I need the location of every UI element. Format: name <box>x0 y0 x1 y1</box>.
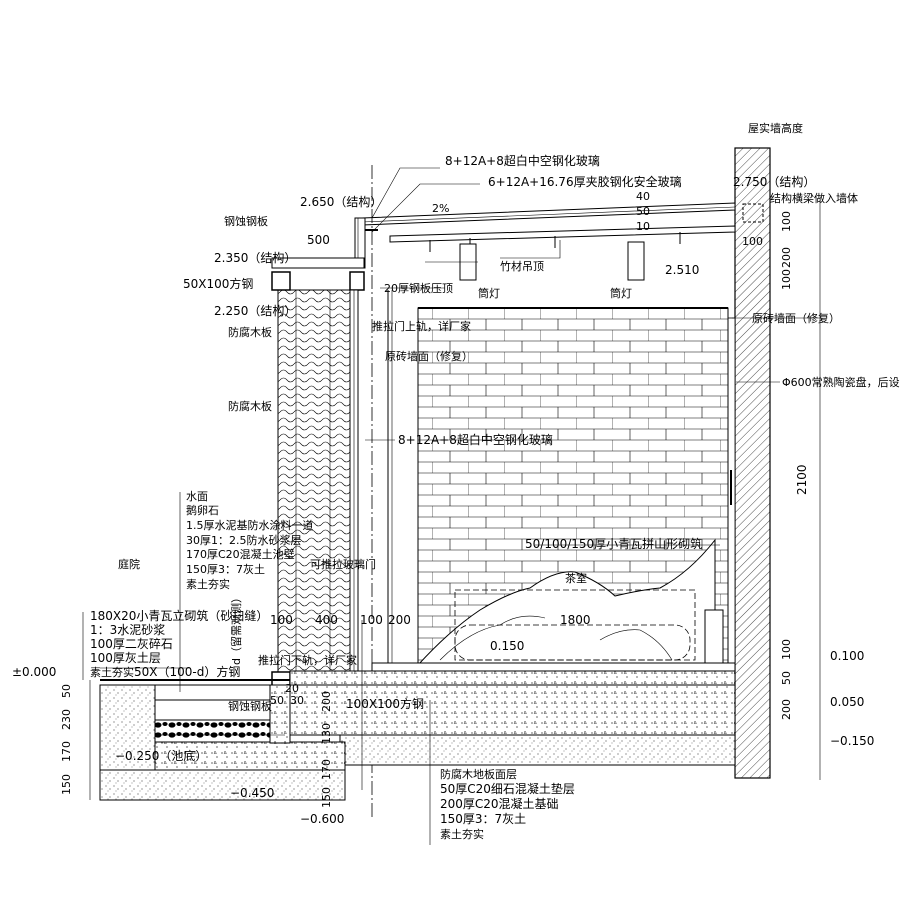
label-slide-door: 可推拉玻璃门 <box>310 557 376 571</box>
label-steel-plate: 钢蚀钢板 <box>224 214 268 228</box>
dim-small-0: 50 <box>270 694 284 707</box>
label-rocks: 50/100/150厚小青瓦拼山形砌筑 <box>525 536 702 551</box>
dim-mid-1: 130 <box>320 723 333 744</box>
label-roof-glass2: 6+12A+16.76厚夹胶钢化安全玻璃 <box>488 174 682 189</box>
dim-left-2: 170 <box>60 741 73 762</box>
dim-500: 500 <box>307 233 330 247</box>
level-m0600: −0.600 <box>300 812 344 826</box>
level-2510: 2.510 <box>665 263 699 277</box>
dim-left-1: 230 <box>60 709 73 730</box>
label-tube-top: 50X100方钢 <box>183 276 253 291</box>
dim-right-1: 200 <box>780 247 793 268</box>
label-lamp-1: 筒灯 <box>478 286 500 300</box>
dim-bottom-4: 1800 <box>560 613 591 627</box>
dim-right-5: 200 <box>780 699 793 720</box>
level-0100: 0.100 <box>830 649 864 663</box>
label-top-rail: 推拉门上轨，详厂家 <box>372 319 471 333</box>
label-ceiling: 竹材吊顶 <box>500 259 544 273</box>
dim-left-3: 150 <box>60 774 73 795</box>
label-tile: Φ600常熟陶瓷盘，后设计选定 <box>782 375 900 389</box>
label-beam: 结构横梁做入墙体 <box>770 191 858 205</box>
svg-text:防腐木地板面层: 防腐木地板面层 <box>440 767 517 781</box>
floor-layer-labels: 防腐木地板面层 50厚C20细石混凝土垫层 200厚C20混凝土基础 150厚3… <box>440 767 575 841</box>
svg-text:50厚C20细石混凝土垫层: 50厚C20细石混凝土垫层 <box>440 781 575 796</box>
dim-left-0: 50 <box>60 684 73 698</box>
label-tube-bottom: 50X（100-d）方钢 <box>134 664 240 679</box>
dim-right-2: 100 <box>780 269 793 290</box>
svg-text:180X20小青瓦立砌筑（砂扫缝）: 180X20小青瓦立砌筑（砂扫缝） <box>90 608 268 623</box>
svg-text:150厚3：7灰土: 150厚3：7灰土 <box>186 562 265 576</box>
label-wood-board-2: 防腐木板 <box>228 399 272 413</box>
svg-text:1：3水泥砂浆: 1：3水泥砂浆 <box>90 622 165 637</box>
level-2350: 2.350（结构） <box>214 250 296 265</box>
level-0150: 0.150 <box>490 639 524 653</box>
level-m0450: −0.450 <box>230 786 274 800</box>
label-roof-glass: 8+12A+8超白中空钢化玻璃 <box>445 153 600 168</box>
label-wall-orig: 原砖墙面（修复） <box>385 349 473 363</box>
svg-text:170厚C20混凝土池壁: 170厚C20混凝土池壁 <box>186 547 295 561</box>
label-wood-board: 防腐木板 <box>228 325 272 339</box>
dim-bottom-1: 400 <box>315 613 338 627</box>
dim-mid-0: 200 <box>320 691 333 712</box>
dim-mid-3: 150 <box>320 787 333 808</box>
label-courtyard: 庭院 <box>118 557 140 571</box>
label-frame-d: d（留需观测） <box>230 592 243 665</box>
svg-text:100厚二灰碎石: 100厚二灰碎石 <box>90 636 173 651</box>
svg-text:素土夯实: 素土夯实 <box>186 577 230 591</box>
label-tube-100: 100X100方钢 <box>346 696 424 711</box>
roof <box>354 202 764 281</box>
dim-roof-2: 10 <box>636 220 650 233</box>
label-wall-top: 屋实墙高度 <box>748 121 803 135</box>
leader-lines <box>100 167 820 845</box>
dim-bottom-3: 200 <box>388 613 411 627</box>
dim-mid-2: 170 <box>320 759 333 780</box>
dim-right-4: 50 <box>780 671 793 685</box>
label-glass-wall: 8+12A+8超白中空钢化玻璃 <box>398 432 553 447</box>
edge-layer-labels: 180X20小青瓦立砌筑（砂扫缝） 1：3水泥砂浆 100厚二灰碎石 100厚灰… <box>82 608 268 680</box>
svg-text:水面: 水面 <box>186 490 208 503</box>
dim-bottom-0: 100 <box>270 613 293 627</box>
level-m0250: −0.250（池底） <box>115 748 207 763</box>
svg-text:30厚1：2.5防水砂浆层: 30厚1：2.5防水砂浆层 <box>186 533 302 547</box>
dim-right-0: 100 <box>780 211 793 232</box>
svg-text:鹅卵石: 鹅卵石 <box>186 503 219 517</box>
dim-small-2: 20 <box>285 682 299 695</box>
svg-text:150厚3：7灰土: 150厚3：7灰土 <box>440 812 526 826</box>
pond-layer-labels: 水面 鹅卵石 1.5厚水泥基防水涂料一道 30厚1：2.5防水砂浆层 170厚C… <box>179 490 314 692</box>
level-m0150: −0.150 <box>830 734 874 748</box>
label-pressure-top: 20厚钢板压顶 <box>384 281 453 295</box>
dim-bottom-2: 100 <box>360 613 383 627</box>
mountain-rock <box>416 538 724 666</box>
svg-text:200厚C20混凝土基础: 200厚C20混凝土基础 <box>440 796 559 811</box>
label-steel-plate-2: 钢蚀钢板 <box>228 699 272 713</box>
dim-lines <box>89 200 821 800</box>
dim-right-3: 100 <box>780 639 793 660</box>
door-pier <box>271 165 373 820</box>
floor-slab <box>100 662 736 766</box>
dim-roof-1: 50 <box>636 205 650 218</box>
dim-2100: 2100 <box>795 464 809 495</box>
dim-roof-3: 100 <box>742 235 763 248</box>
label-slope: 2% <box>432 202 449 215</box>
pond <box>99 684 346 801</box>
level-0: ±0.000 <box>12 665 56 679</box>
level-2650: 2.650（结构） <box>300 194 382 209</box>
dim-roof-0: 40 <box>636 190 650 203</box>
svg-text:素土夯实: 素土夯实 <box>440 827 484 841</box>
svg-text:素土夯实: 素土夯实 <box>90 665 134 679</box>
svg-text:1.5厚水泥基防水涂料一道: 1.5厚水泥基防水涂料一道 <box>186 518 314 532</box>
level-2750: 2.750（结构） <box>733 174 815 189</box>
dim-small-1: 30 <box>290 694 304 707</box>
level-0050: 0.050 <box>830 695 864 709</box>
level-2250: 2.250（结构） <box>214 303 296 318</box>
label-wall-face: 原砖墙面（修复） <box>752 311 840 325</box>
label-lamp-2: 筒灯 <box>610 286 632 300</box>
svg-text:100厚灰土层: 100厚灰土层 <box>90 651 161 665</box>
label-room: 茶室 <box>565 571 587 585</box>
label-bottom-rail: 推拉门下轨，详厂家 <box>258 653 357 667</box>
